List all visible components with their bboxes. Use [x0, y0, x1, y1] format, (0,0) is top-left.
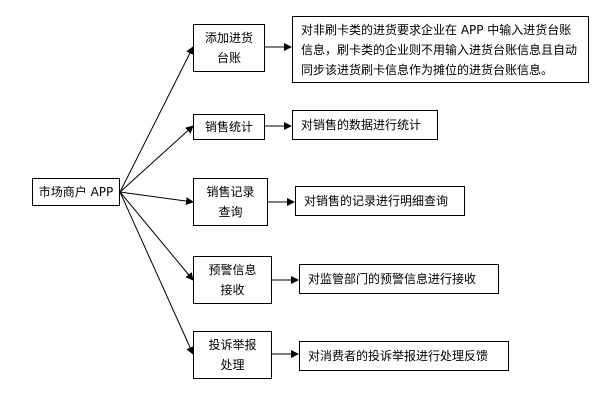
description-node-sales-statistics: 对销售的数据进行统计: [292, 110, 438, 140]
function-node-sales-record-query: 销售记录查询: [193, 178, 268, 226]
description-text: 对监管部门的预警信息进行接收: [308, 272, 477, 286]
description-node-alert-receipt: 对监管部门的预警信息进行接收: [299, 264, 499, 294]
function-node-label: 预警信息接收: [208, 263, 257, 297]
function-node-label: 销售统计: [204, 120, 253, 134]
function-node-label: 添加进货台账: [204, 31, 253, 65]
description-text: 对非刷卡类的进货要求企业在 APP 中输入进货台账信息，刷卡类的企业则不用输入进…: [301, 23, 578, 77]
description-text: 对消费者的投诉举报进行处理反馈: [308, 349, 489, 363]
function-node-alert-receipt: 预警信息接收: [193, 256, 272, 304]
description-node-add-purchase-ledger: 对非刷卡类的进货要求企业在 APP 中输入进货台账信息，刷卡类的企业则不用输入进…: [292, 16, 589, 83]
fan-line-4: [119, 191, 194, 281]
function-node-sales-statistics: 销售统计: [193, 114, 265, 140]
function-node-complaint-handling: 投诉举报处理: [193, 331, 272, 379]
description-node-sales-record-query: 对销售的记录进行明细查询: [295, 186, 465, 216]
description-text: 对销售的记录进行明细查询: [304, 194, 449, 208]
root-node-app: 市场商户 APP: [32, 178, 120, 206]
description-node-complaint-handling: 对消费者的投诉举报进行处理反馈: [299, 341, 509, 371]
root-node-label: 市场商户 APP: [38, 185, 114, 199]
fan-line-2: [119, 125, 194, 193]
function-node-label: 投诉举报处理: [208, 338, 257, 372]
fan-line-1: [119, 46, 194, 193]
description-text: 对销售的数据进行统计: [301, 118, 422, 132]
function-node-add-purchase-ledger: 添加进货台账: [193, 24, 265, 72]
fan-line-5: [119, 191, 194, 355]
fan-line-3: [119, 191, 194, 206]
function-node-label: 销售记录查询: [206, 185, 255, 219]
